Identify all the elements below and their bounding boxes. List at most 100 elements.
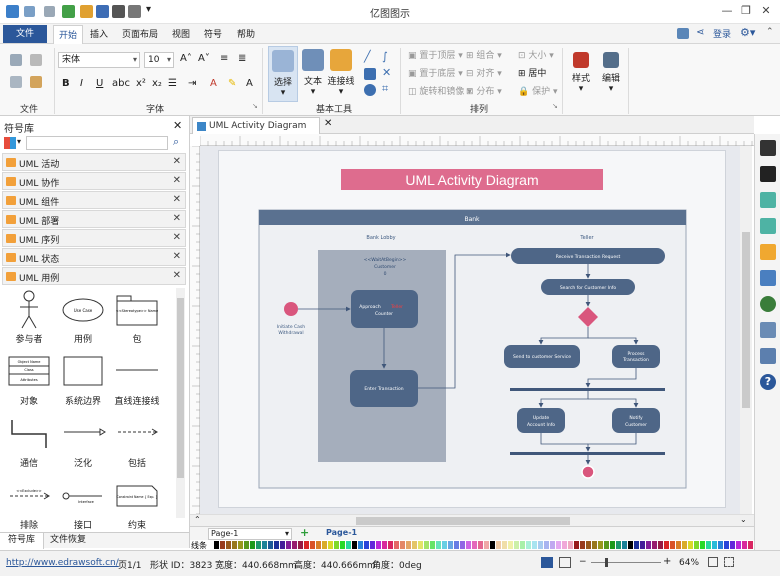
- color-swatch[interactable]: [304, 541, 309, 549]
- login-button[interactable]: 登录: [713, 30, 732, 40]
- color-swatch[interactable]: [604, 541, 609, 549]
- shape-straight-connector[interactable]: 直线连接线: [112, 352, 162, 407]
- page-properties-icon[interactable]: [760, 270, 776, 286]
- text-tool-button[interactable]: 文本▾: [298, 46, 328, 102]
- line-tool-icon[interactable]: ╱: [364, 50, 371, 63]
- format-painter-icon[interactable]: [30, 54, 42, 66]
- fill-icon[interactable]: [760, 140, 776, 156]
- color-swatch[interactable]: [352, 541, 357, 549]
- color-swatch[interactable]: [688, 541, 693, 549]
- color-swatch[interactable]: [418, 541, 423, 549]
- library-category[interactable]: UML 用例✕: [2, 267, 186, 285]
- highlight-icon[interactable]: ✎: [228, 78, 237, 89]
- color-swatch[interactable]: [658, 541, 663, 549]
- color-swatch[interactable]: [730, 541, 735, 549]
- color-swatch[interactable]: [550, 541, 555, 549]
- diagram-title-box[interactable]: [341, 169, 603, 190]
- node-update-account[interactable]: [517, 408, 565, 433]
- color-swatch[interactable]: [748, 541, 753, 549]
- color-swatch[interactable]: [400, 541, 405, 549]
- zoom-in-icon[interactable]: +: [663, 556, 672, 567]
- font-color-icon[interactable]: A: [210, 78, 217, 89]
- connector[interactable]: [540, 433, 588, 445]
- color-swatch[interactable]: [274, 541, 279, 549]
- node-search-customer[interactable]: [541, 279, 635, 295]
- align-button[interactable]: ⊟ 对齐 ▾: [466, 69, 502, 79]
- close-icon[interactable]: ✕: [172, 232, 181, 243]
- tab-file-recovery[interactable]: 文件恢复: [50, 535, 87, 545]
- font-dialog-launcher-icon[interactable]: ↘: [252, 102, 258, 110]
- color-swatch[interactable]: [598, 541, 603, 549]
- close-icon[interactable]: ✕: [172, 213, 181, 224]
- end-node[interactable]: [581, 465, 595, 479]
- color-swatch[interactable]: [226, 541, 231, 549]
- copy-icon[interactable]: [10, 76, 22, 88]
- tab-page-layout[interactable]: 页面布局: [122, 30, 159, 40]
- color-swatch[interactable]: [478, 541, 483, 549]
- library-close-icon[interactable]: ✕: [173, 119, 183, 132]
- maximize-button[interactable]: ❐: [741, 4, 751, 17]
- list-icon[interactable]: ☰: [168, 78, 177, 89]
- bank-lobby-region[interactable]: [318, 250, 446, 462]
- color-swatch[interactable]: [370, 541, 375, 549]
- color-swatch[interactable]: [634, 541, 639, 549]
- template-icon[interactable]: [677, 28, 689, 39]
- connector[interactable]: [418, 252, 511, 389]
- subscript-button[interactable]: x₂: [152, 78, 162, 89]
- color-swatch[interactable]: [736, 541, 741, 549]
- connector[interactable]: [588, 337, 639, 345]
- color-swatch[interactable]: [568, 541, 573, 549]
- pool-header[interactable]: [259, 210, 686, 225]
- drawing-page[interactable]: UML Activity Diagram Bank Bank Lobby Tel…: [218, 150, 726, 508]
- color-swatch[interactable]: [442, 541, 447, 549]
- color-swatch[interactable]: [724, 541, 729, 549]
- color-swatch[interactable]: [334, 541, 339, 549]
- zoom-slider-handle[interactable]: [605, 558, 608, 567]
- color-swatch[interactable]: [292, 541, 297, 549]
- color-swatch[interactable]: [502, 541, 507, 549]
- node-approach-teller[interactable]: [351, 290, 418, 328]
- shape-exclude[interactable]: <<Exclude>> 排除: [4, 476, 54, 531]
- fit-view-icon[interactable]: [559, 557, 571, 568]
- connector[interactable]: [538, 327, 589, 345]
- library-menu-icon[interactable]: [4, 137, 16, 149]
- color-swatch[interactable]: [664, 541, 669, 549]
- color-swatch[interactable]: [328, 541, 333, 549]
- shape-include[interactable]: 包括: [112, 414, 162, 469]
- color-swatch[interactable]: [262, 541, 267, 549]
- color-swatch[interactable]: [646, 541, 651, 549]
- color-swatch[interactable]: [652, 541, 657, 549]
- color-swatch[interactable]: [538, 541, 543, 549]
- shape-use-case[interactable]: Use Case 用例: [58, 290, 108, 345]
- color-swatch[interactable]: [268, 541, 273, 549]
- library-category[interactable]: UML 协作✕: [2, 172, 186, 190]
- color-swatch[interactable]: [472, 541, 477, 549]
- connector[interactable]: [585, 433, 637, 452]
- node-send-customer-service[interactable]: [504, 345, 580, 368]
- cross-tool-icon[interactable]: ✕: [382, 66, 392, 79]
- crop-tool-icon[interactable]: ⌗: [382, 82, 389, 95]
- scroll-down-icon[interactable]: ⌄: [740, 515, 747, 524]
- color-swatch[interactable]: [526, 541, 531, 549]
- library-menu-dropdown-icon[interactable]: ▾: [17, 137, 22, 146]
- connector-tool-button[interactable]: 连接线▾: [326, 46, 356, 102]
- node-receive-request[interactable]: [511, 248, 665, 264]
- color-swatch[interactable]: [622, 541, 627, 549]
- redo-icon[interactable]: [44, 6, 55, 17]
- library-scrollbar[interactable]: [176, 288, 185, 518]
- size-button[interactable]: ⊡ 大小 ▾: [518, 51, 554, 61]
- close-icon[interactable]: ✕: [172, 175, 181, 186]
- center-button[interactable]: ⊞ 居中: [518, 69, 547, 79]
- line-style-icon[interactable]: [760, 166, 776, 182]
- color-swatch[interactable]: [424, 541, 429, 549]
- color-swatch[interactable]: [610, 541, 615, 549]
- ellipse-tool-icon[interactable]: [364, 84, 376, 96]
- bring-to-front-button[interactable]: ▣ 置于顶层 ▾: [408, 51, 463, 61]
- italic-button[interactable]: I: [80, 78, 83, 89]
- color-swatch[interactable]: [490, 541, 495, 549]
- color-swatch[interactable]: [376, 541, 381, 549]
- distribute-button[interactable]: ⊠ 分布 ▾: [466, 87, 502, 97]
- color-swatch[interactable]: [616, 541, 621, 549]
- color-swatch[interactable]: [514, 541, 519, 549]
- color-swatch[interactable]: [244, 541, 249, 549]
